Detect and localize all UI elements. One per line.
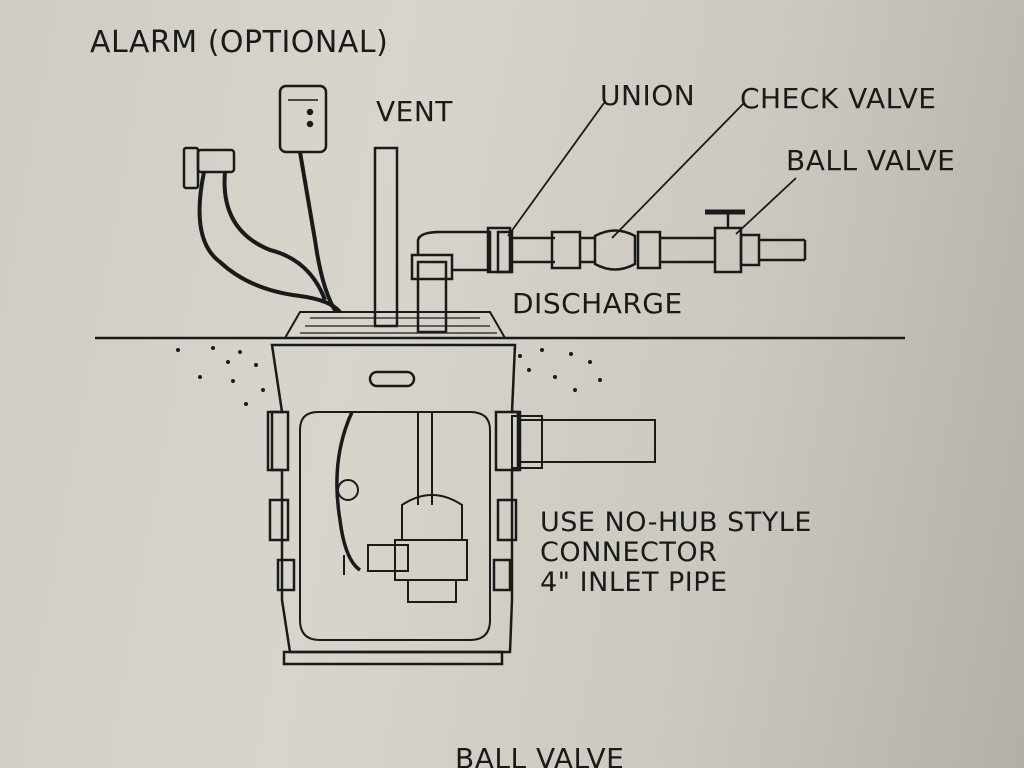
note-line-2: CONNECTOR: [540, 537, 718, 569]
basin-lid: [283, 311, 507, 339]
discharge-pipe: [410, 226, 595, 334]
soil-dots: [176, 346, 602, 406]
wall-outlet: [182, 146, 236, 190]
note-line-3: 4" INLET PIPE: [540, 567, 728, 599]
check-valve: [593, 229, 715, 271]
inlet-pipe: [511, 415, 656, 469]
basin-cord: [335, 411, 362, 572]
sump-basin: [270, 343, 522, 654]
label-vent: VENT: [376, 95, 453, 128]
alarm-box: [278, 84, 328, 154]
union-fitting: [496, 230, 514, 274]
basin-base: [282, 650, 504, 666]
basin-cutaway: [299, 411, 491, 641]
label-bottom-ball-valve: BALL VALVE: [455, 742, 625, 768]
leader-lines: [507, 102, 797, 239]
ball-valve: [705, 209, 807, 274]
note-inlet: USE NO-HUB STYLE CONNECTOR 4" INLET PIPE: [540, 507, 812, 599]
vent-pipe: [373, 146, 399, 328]
label-alarm: ALARM (OPTIONAL): [90, 25, 389, 60]
power-cords: [197, 151, 342, 314]
pump: [367, 412, 468, 603]
basin-handle: [368, 370, 416, 388]
note-line-1: USE NO-HUB STYLE: [540, 507, 812, 538]
label-union: UNION: [600, 79, 696, 112]
label-check-valve: CHECK VALVE: [740, 82, 937, 115]
label-ball-valve: BALL VALVE: [786, 144, 956, 177]
label-discharge: DISCHARGE: [512, 287, 683, 320]
